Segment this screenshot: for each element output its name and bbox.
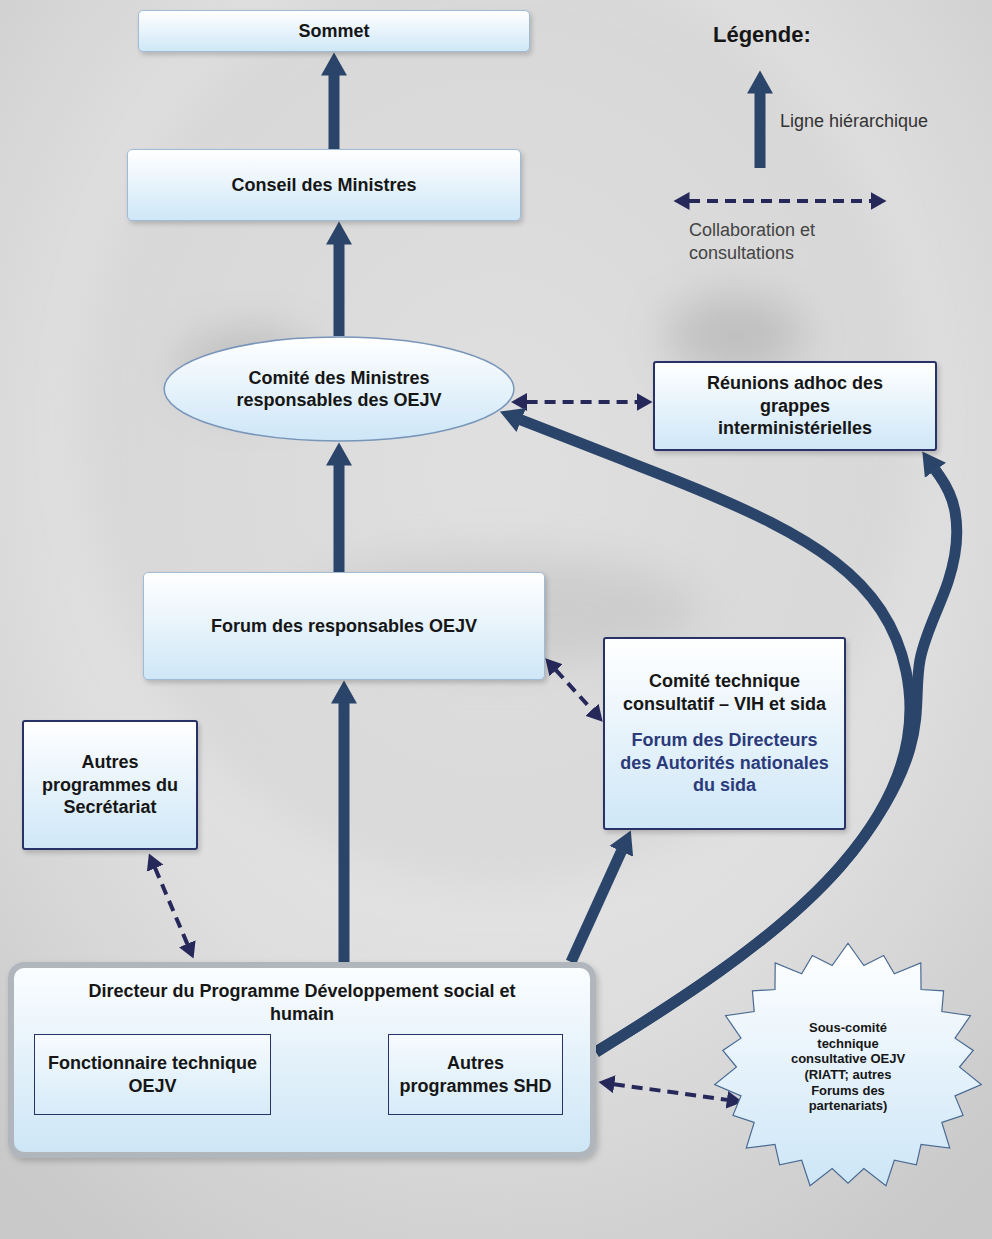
text-group: Autres programmes du Secrétariat	[24, 743, 196, 827]
legend-sample	[689, 199, 871, 203]
node-label: Sous-comité technique consultative OEJV …	[782, 1020, 914, 1114]
text-group: Conseil des Ministres	[128, 168, 520, 203]
text-group: Directeur du Programme Développement soc…	[14, 968, 590, 1025]
director-box: Directeur du Programme Développement soc…	[8, 962, 596, 1158]
text-group: Autres programmes SHD	[389, 1048, 562, 1101]
legend-sample	[755, 93, 766, 168]
starburst-shape	[715, 943, 982, 1185]
shd-programmes-box: Autres programmes SHD	[388, 1034, 563, 1115]
committee-ellipse: Comité des Ministres responsables des OE…	[162, 336, 516, 442]
text-group: Fonctionnaire technique OEJV	[35, 1048, 270, 1101]
council-box: Conseil des Ministres	[127, 149, 521, 221]
node-label: Autres programmes du Secrétariat	[32, 751, 188, 819]
hierarchy-arrow	[339, 703, 350, 962]
hierarchy-arrow	[571, 851, 621, 962]
node-label: Directeur du Programme Développement soc…	[84, 980, 520, 1025]
secretariat-box: Autres programmes du Secrétariat	[22, 720, 198, 850]
legend-label: Ligne hiérarchique	[780, 110, 970, 133]
node-label: Autres programmes SHD	[397, 1052, 554, 1097]
ellipse-shape	[164, 337, 514, 441]
hierarchy-arrow	[334, 244, 345, 336]
text-group: Forum des responsables OEJV	[144, 609, 544, 644]
text-group: Sous-comité technique consultative OEJV …	[712, 1020, 984, 1114]
subcommittee-starburst: Sous-comité technique consultative OEJV …	[712, 942, 984, 1192]
text-group: Comité des Ministres responsables des OE…	[162, 361, 516, 418]
cluster-meetings-box: Réunions adhoc des grappes interministér…	[653, 361, 937, 451]
forum-box: Forum des responsables OEJV	[143, 572, 545, 680]
collaboration-arrow	[155, 868, 187, 945]
ellipse-outline	[162, 336, 516, 442]
node-label: Forum des responsables OEJV	[154, 615, 534, 638]
text-group: Comité technique consultatif – VIH et si…	[605, 660, 844, 807]
advisory-committee-box: Comité technique consultatif – VIH et si…	[603, 637, 846, 830]
node-label: Sommet	[149, 20, 519, 43]
node-label: Fonctionnaire technique OEJV	[43, 1052, 262, 1097]
node-label: Comité des Ministres responsables des OE…	[212, 367, 466, 412]
node-label: Réunions adhoc des grappes interministér…	[695, 372, 895, 440]
collaboration-arrow	[527, 400, 637, 404]
officer-box: Fonctionnaire technique OEJV	[34, 1034, 271, 1115]
collaboration-arrow	[614, 1084, 728, 1100]
hierarchy-arrow	[334, 465, 345, 572]
node-label: Comité technique consultatif – VIH et si…	[615, 670, 834, 715]
collaboration-arrow	[556, 670, 593, 710]
text-group: Réunions adhoc des grappes interministér…	[655, 366, 935, 446]
summit-box: Sommet	[138, 10, 530, 52]
legend-title: Légende:	[713, 22, 913, 48]
hierarchy-arrow	[329, 75, 340, 149]
node-label: Conseil des Ministres	[138, 174, 510, 197]
legend-label: Collaboration et consultations	[689, 219, 889, 266]
text-group: Sommet	[139, 16, 529, 47]
node-label: Forum des Directeurs des Autorités natio…	[615, 729, 834, 797]
